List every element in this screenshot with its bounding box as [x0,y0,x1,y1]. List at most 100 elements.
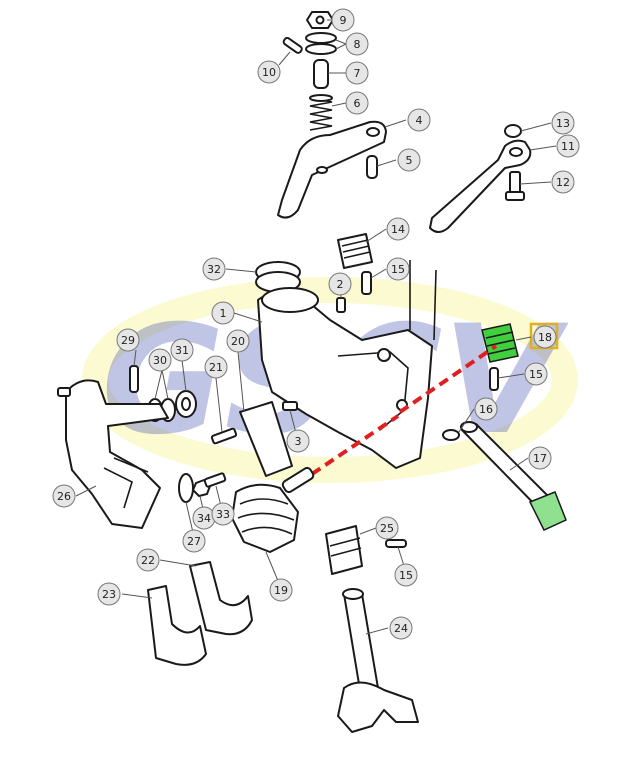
callout-circle [116,328,140,352]
watermark-ring [82,277,578,483]
callout-label: 16 [479,403,493,416]
callout-25: 25 [375,516,399,540]
callout-24: 24 [389,616,413,640]
callout-7: 7 [345,61,369,85]
callout-29: 29 [116,328,140,352]
callout-16: 16 [474,397,498,421]
callout-label: 27 [187,535,201,548]
part-bolt-21 [210,427,238,445]
callout-12: 12 [551,170,575,194]
callout-1: 1 [211,301,235,325]
callout-8: 8 [345,32,369,56]
callout-10: 10 [257,60,281,84]
callout-circle [528,446,552,470]
callout-circle [226,329,250,353]
callout-label: 18 [538,331,552,344]
callout-label: 3 [295,435,302,448]
callout-circle [286,429,310,453]
callout-2: 2 [328,272,352,296]
part-washer-31 [175,390,197,418]
callout-19: 19 [269,578,293,602]
part-lever-11 [429,139,532,233]
callout-4: 4 [407,108,431,132]
callout-20: 20 [226,329,250,353]
callout-circle [204,355,228,379]
callout-circle [148,348,172,372]
part-washers-8 [305,32,337,55]
part-pin-5 [366,155,378,179]
callout-21: 21 [204,355,228,379]
callout-label: 29 [121,334,135,347]
part-screw-2 [336,297,346,313]
callout-15b: 15 [524,362,548,386]
part-bolt-12 [505,171,525,201]
callout-31: 31 [170,338,194,362]
part-bracket-20 [239,401,293,477]
part-nut-9 [306,11,334,29]
part-gasket-27 [178,473,194,503]
callout-22: 22 [136,548,160,572]
alignment-line-upper [398,344,498,414]
callout-circle [375,516,399,540]
callout-circle [551,170,575,194]
callout-3: 3 [286,429,310,453]
callout-circle [345,91,369,115]
callout-circle [386,217,410,241]
part-pedal-26 [57,379,169,529]
callout-label: 4 [416,114,423,127]
part-plate-22 [189,561,253,636]
callout-17: 17 [528,446,552,470]
callout-circle [345,32,369,56]
callout-circle [345,61,369,85]
part-shaft-17 [460,421,567,531]
callout-circle [211,502,235,526]
callout-label: 1 [220,307,227,320]
part-pin-15a [361,271,372,295]
callout-32: 32 [202,257,226,281]
part-spring-6 [309,94,333,131]
callout-label: 22 [141,554,155,567]
callout-circle [211,301,235,325]
callout-label: 10 [262,66,276,79]
part-pin-15c [385,539,407,548]
callout-label: 25 [380,522,394,535]
callout-circle [52,484,76,508]
callout-5: 5 [397,148,421,172]
callout-18: 18 [533,325,557,349]
callout-circle [386,257,410,281]
callout-label: 15 [529,368,543,381]
callout-circle [524,362,548,386]
callout-15a: 15 [386,257,410,281]
part-sleeve-7 [313,59,329,89]
callout-circle [556,134,580,158]
callout-14: 14 [386,217,410,241]
alignment-line-lower [310,414,400,476]
callout-26: 26 [52,484,76,508]
callout-label: 2 [337,278,344,291]
part-bellows-19 [231,466,315,553]
callout-label: 6 [354,97,361,110]
part-lever-4 [277,120,387,219]
callout-15c: 15 [394,563,418,587]
part-gear-18 [481,323,519,363]
callout-label: 23 [102,588,116,601]
callout-label: 12 [556,176,570,189]
callout-label: 15 [391,263,405,276]
part-pin-15b [489,367,499,391]
callout-circle [397,148,421,172]
callout-label: 11 [561,140,575,153]
callout-label: 21 [209,361,223,374]
callout-circle [182,529,206,553]
part-gear-25 [325,525,363,575]
part-gear-14 [337,233,373,269]
callout-circle [257,60,281,84]
callout-label: 17 [533,452,547,465]
callout-34: 34 [192,506,216,530]
callout-label: 19 [274,584,288,597]
callout-label: 32 [207,263,221,276]
part-plate-23 [147,585,207,666]
callout-label: 34 [197,512,211,525]
